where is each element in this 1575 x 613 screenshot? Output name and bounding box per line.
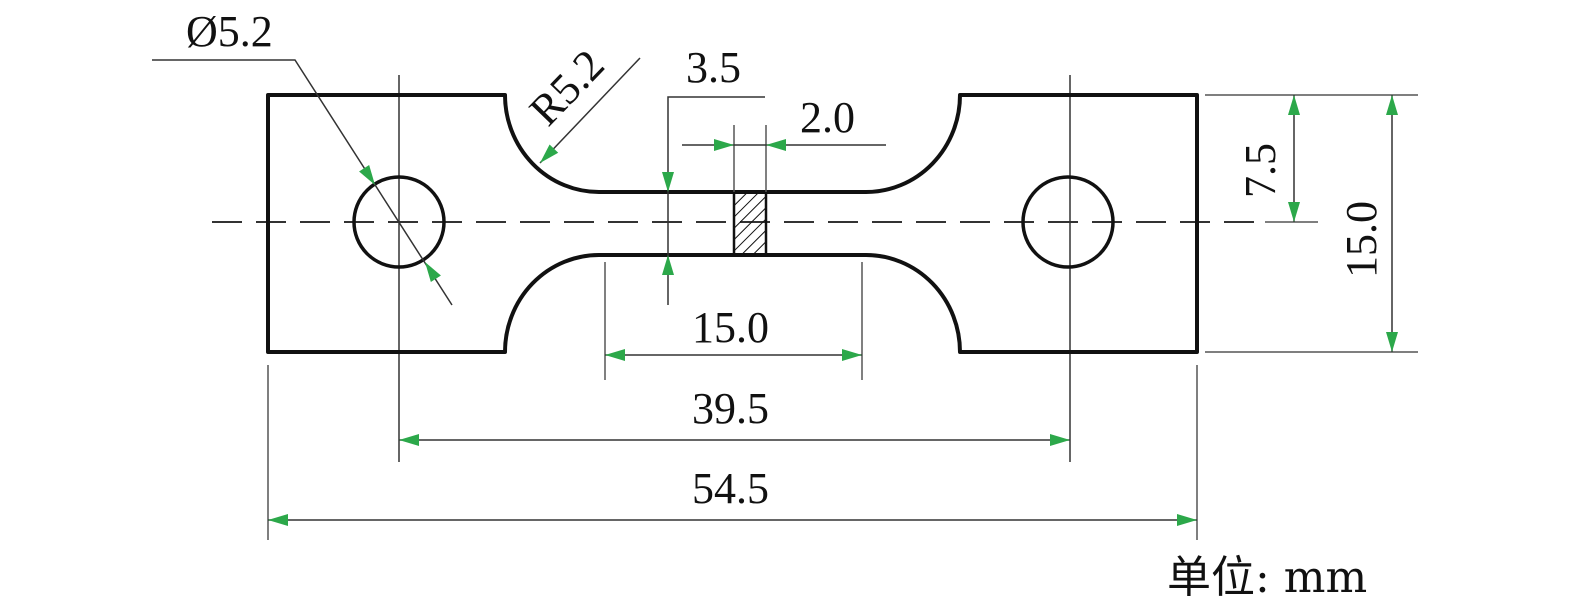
- fillet-radius-label: R5.2: [520, 40, 614, 135]
- gauge-length-arrow-right: [842, 349, 862, 361]
- gauge-width-arrow-top: [662, 172, 674, 192]
- grip-half-width-label: 7.5: [1236, 143, 1285, 198]
- hole-spacing-arrow-left: [399, 434, 419, 446]
- strain-length-arrow-left: [714, 139, 734, 151]
- overall-length-arrow-right: [1177, 514, 1197, 526]
- overall-length-label: 54.5: [692, 464, 769, 513]
- hole-diameter-label: Ø5.2: [186, 7, 273, 56]
- hole-diameter-leader: [152, 59, 453, 306]
- hole-spacing-label: 39.5: [692, 384, 769, 433]
- left-hole: [352, 175, 446, 269]
- grip-width-label: 15.0: [1337, 201, 1386, 278]
- overall-length-arrow-left: [268, 514, 288, 526]
- specimen-outline: [266, 93, 1199, 354]
- right-hole: [1021, 175, 1115, 269]
- grip-half-width-arrow-bottom: [1288, 202, 1300, 222]
- strain-length-label: 2.0: [800, 93, 855, 142]
- gauge-width-arrow-bottom: [662, 255, 674, 275]
- gauge-width-leader: [667, 96, 765, 305]
- gauge-length-label: 15.0: [692, 303, 769, 352]
- hole-diameter-arrow-top: [359, 164, 375, 185]
- hole-spacing-arrow-right: [1050, 434, 1070, 446]
- strain-gauge-area: [732, 190, 768, 257]
- gauge-length-arrow-left: [605, 349, 625, 361]
- unit-label: 单位: mm: [1167, 552, 1367, 603]
- grip-half-width-arrow-top: [1288, 95, 1300, 115]
- hole-diameter-arrow-bottom: [425, 262, 441, 283]
- gauge-width-label: 3.5: [686, 43, 741, 92]
- grip-width-arrow-top: [1386, 95, 1398, 115]
- fillet-radius-arrow: [540, 144, 559, 163]
- strain-length-arrow-right: [766, 139, 786, 151]
- grip-width-arrow-bottom: [1386, 332, 1398, 352]
- fillet-radius-leader: [539, 57, 641, 164]
